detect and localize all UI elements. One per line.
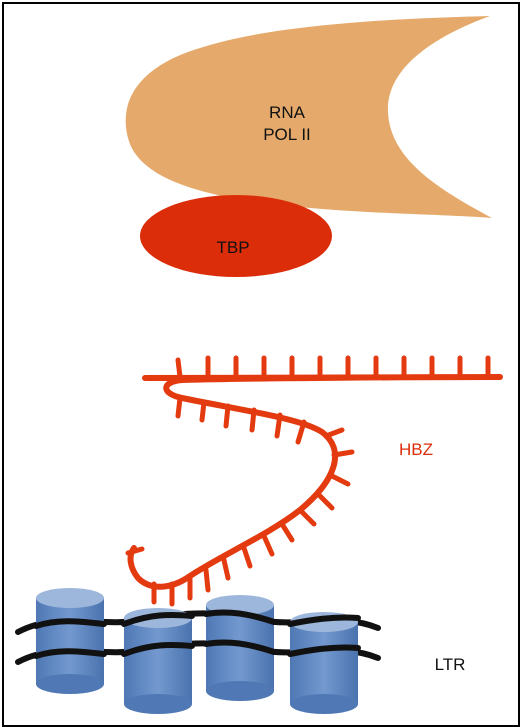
hbz-ticks (125, 355, 491, 607)
nucleosome-1 (36, 588, 104, 694)
rna-pol-ii-shape (125, 16, 492, 218)
nucleosome-4 (290, 612, 358, 714)
rna-pol-label-line2: POL II (263, 125, 311, 144)
ltr-label: LTR (435, 655, 466, 674)
tbp-shape (140, 195, 332, 277)
nucleosome-2 (124, 608, 192, 714)
hbz-label: HBZ (399, 440, 433, 459)
tbp-label: TBP (216, 238, 249, 257)
hbz-backbone (127, 374, 503, 590)
rna-pol-label-line1: RNA (269, 103, 306, 122)
dna-strands-front (33, 609, 361, 659)
